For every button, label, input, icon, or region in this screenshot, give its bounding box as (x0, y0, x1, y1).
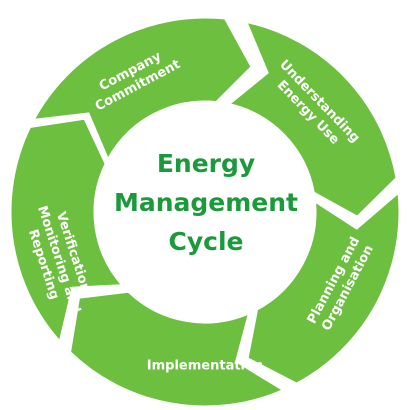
segment-company-commitment (30, 15, 254, 164)
center-title-line-1: Energy (157, 149, 255, 178)
segment-implementation (67, 289, 288, 409)
center-title-line-3: Cycle (169, 227, 244, 256)
center-title: Energy Management Cycle (114, 149, 298, 256)
segment-verification-monitoring-reporting (8, 116, 127, 346)
segment-understanding-energy-use (224, 19, 399, 220)
label-implementation: Implementation (147, 359, 263, 374)
center-title-line-2: Management (114, 188, 298, 217)
label-implementation-line-1: Implementation (147, 359, 263, 374)
segment-planning-and-organisation (245, 188, 402, 386)
